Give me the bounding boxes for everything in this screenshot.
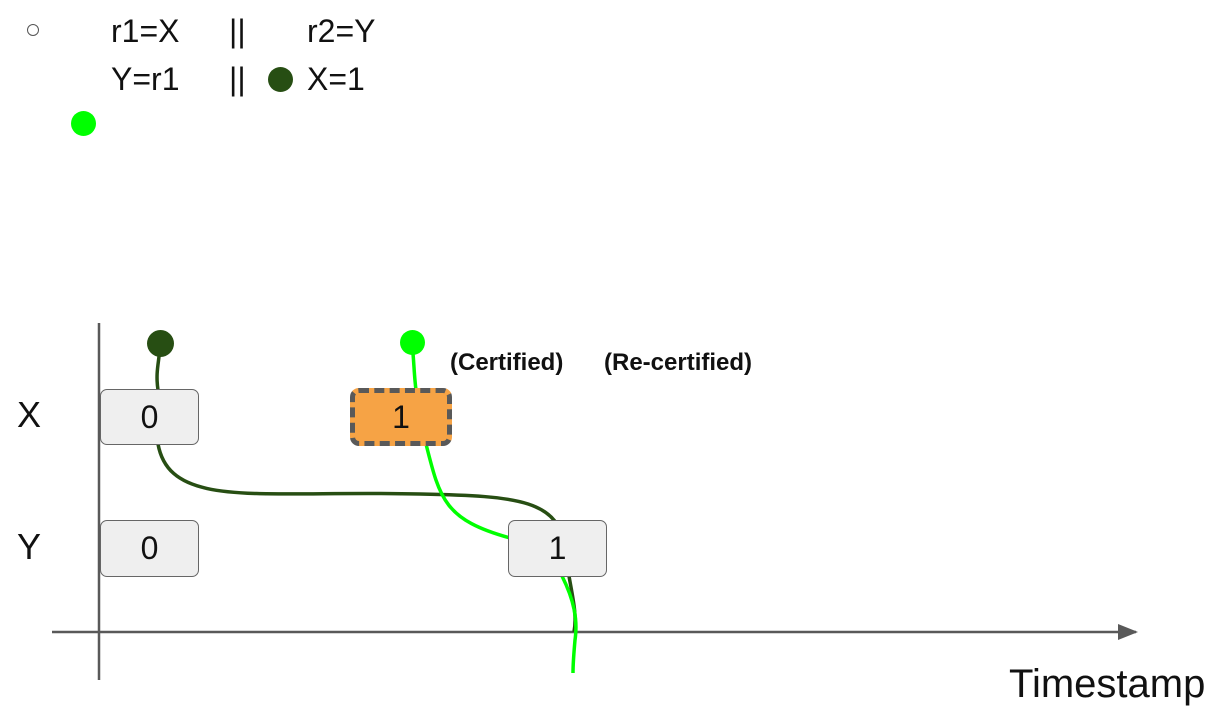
x-certified-cell: 1 (350, 388, 452, 446)
light-green-path (560, 575, 578, 674)
dark-green-path (156, 443, 577, 633)
y-initial-cell: 0 (100, 520, 199, 577)
x-initial-cell: 0 (100, 389, 199, 445)
thread1-line1: r1=X (111, 13, 180, 49)
light-green-path (424, 443, 511, 540)
y-new-cell: 1 (508, 520, 607, 577)
light-green-dot-icon (71, 111, 96, 136)
timestamp-axis-label: Timestamp (1009, 662, 1206, 706)
dark-green-dot-icon (268, 67, 293, 92)
certified-label: (Certified) (450, 349, 564, 376)
thread1-line2: Y=r1 (111, 61, 180, 97)
light-green-dot-icon (400, 330, 425, 355)
hollow-bullet-icon (27, 24, 39, 36)
thread2-line1: r2=Y (307, 13, 376, 49)
thread-separator: || (229, 61, 246, 97)
row-label-y: Y (17, 526, 42, 567)
thread2-line2: X=1 (307, 61, 365, 97)
thread-separator: || (229, 13, 246, 49)
dark-green-dot-icon (147, 330, 174, 357)
row-label-x: X (17, 394, 42, 435)
recertified-label: (Re-certified) (604, 349, 753, 376)
